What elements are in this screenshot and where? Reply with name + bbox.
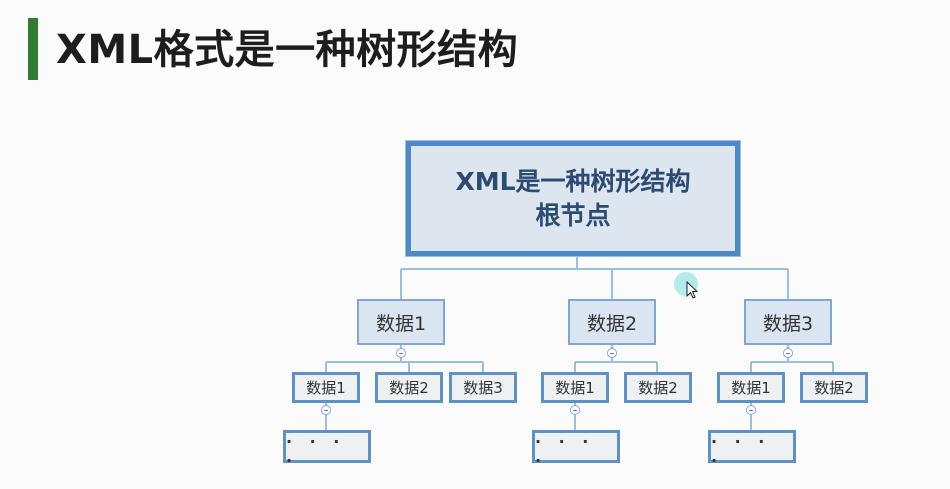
collapse-icon-b3-child-1[interactable]	[746, 405, 756, 415]
b2-child-node-2[interactable]: 数据2	[624, 372, 692, 403]
collapse-icon-b1-child-1[interactable]	[321, 405, 331, 415]
branch-node-3-label: 数据3	[762, 312, 814, 335]
branch-node-2[interactable]: 数据2	[568, 299, 656, 345]
b1-child-node-3[interactable]: 数据3	[449, 372, 517, 403]
collapse-icon-branch-2[interactable]	[607, 348, 617, 358]
b2-leaf-node[interactable]: . . . .	[532, 427, 620, 466]
root-node-line1: XML是一种树形结构	[455, 166, 691, 196]
branch-node-2-label: 数据2	[586, 312, 638, 335]
b2-child-node-1[interactable]: 数据1	[541, 372, 609, 403]
b1-child-node-1[interactable]: 数据1	[292, 372, 360, 403]
b1-child-1-label: 数据1	[306, 379, 346, 397]
title-accent-bar	[28, 18, 38, 80]
collapse-icon-branch-3[interactable]	[783, 348, 793, 358]
branch-node-1[interactable]: 数据1	[357, 299, 445, 345]
b2-child-1-label: 数据1	[555, 379, 595, 397]
b1-child-3-label: 数据3	[463, 379, 503, 397]
mouse-pointer-icon	[686, 281, 699, 299]
branch-node-1-label: 数据1	[375, 312, 427, 335]
collapse-icon-branch-1[interactable]	[396, 348, 406, 358]
b3-child-1-label: 数据1	[731, 379, 771, 397]
branch-node-3[interactable]: 数据3	[744, 299, 832, 345]
b1-leaf-node[interactable]: . . . .	[283, 427, 371, 466]
b3-child-node-2[interactable]: 数据2	[800, 372, 868, 403]
collapse-icon-b2-child-1[interactable]	[570, 405, 580, 415]
b3-child-2-label: 数据2	[814, 379, 854, 397]
b1-child-2-label: 数据2	[389, 379, 429, 397]
b1-child-node-2[interactable]: 数据2	[375, 372, 443, 403]
b3-leaf-label: . . . .	[711, 427, 771, 466]
b3-child-node-1[interactable]: 数据1	[717, 372, 785, 403]
b3-leaf-node[interactable]: . . . .	[708, 427, 796, 466]
b2-leaf-label: . . . .	[535, 427, 595, 466]
b2-child-2-label: 数据2	[638, 379, 678, 397]
b1-leaf-label: . . . .	[286, 427, 346, 466]
slide-title: XML格式是一种树形结构	[56, 27, 519, 73]
root-node-line2: 根节点	[535, 200, 611, 230]
root-node[interactable]: XML是一种树形结构 根节点	[405, 140, 741, 257]
